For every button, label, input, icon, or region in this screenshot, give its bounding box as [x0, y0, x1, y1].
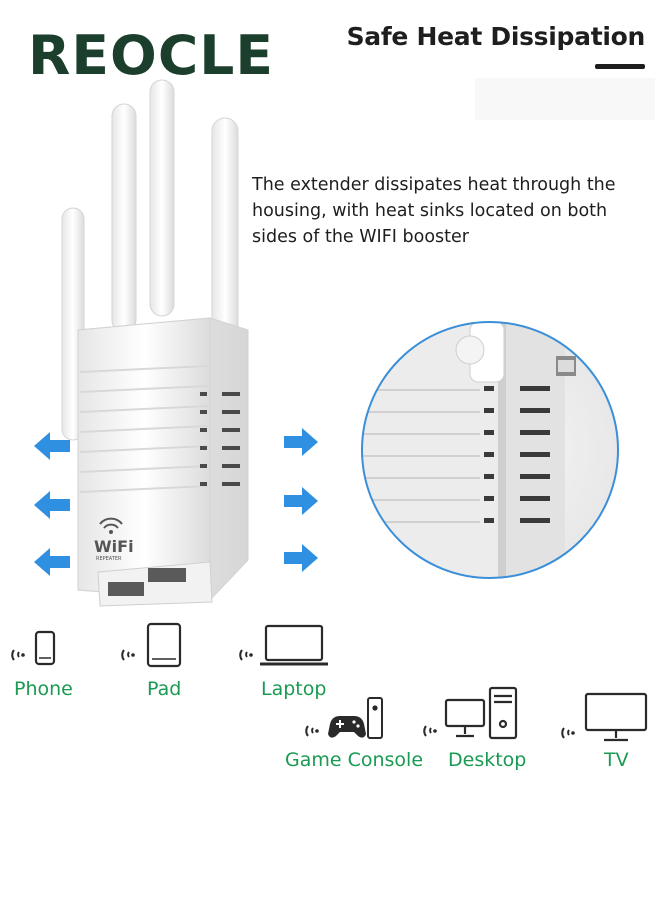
wifi-signal-icon: [561, 727, 570, 739]
ethernet-port-2: [148, 568, 186, 582]
wifi-badge: WiFi REPEATER: [94, 517, 134, 562]
ethernet-port-1: [108, 582, 144, 596]
device-label-pad: Pad: [147, 678, 182, 700]
heat-arrows-right: [284, 428, 318, 572]
tablet-icon: [146, 622, 182, 668]
laptop-device: [239, 624, 328, 666]
gamepad-icon: [328, 716, 366, 738]
repeater-body: WiFi REPEATER: [77, 317, 249, 607]
side-vents: [200, 392, 240, 486]
wifi-signal-icon: [423, 725, 432, 737]
zoom-ribs: [362, 389, 480, 523]
background-patch: [475, 78, 655, 120]
badge-bottom-text: REPEATER: [96, 556, 122, 562]
product-illustration: WiFi REPEATER: [34, 78, 655, 607]
brand-logo-text: REOCLE: [28, 24, 274, 82]
pad-device: [121, 622, 182, 668]
console-icon: [367, 697, 383, 739]
page-title: Safe Heat Dissipation: [346, 22, 646, 51]
brand-logo: REOCLE: [28, 24, 274, 82]
wifi-signal-icon: [11, 649, 20, 661]
wifi-signal-icon: [305, 725, 314, 737]
description-text: The extender dissipates heat through the…: [252, 175, 616, 247]
wifi-signal-icon: [239, 649, 248, 661]
antenna-3: [149, 79, 175, 317]
desktop-icon: [444, 686, 518, 740]
phone-icon: [34, 630, 56, 666]
wifi-signal-icon: [121, 649, 130, 661]
zoom-vents: [484, 386, 550, 523]
device-label-laptop: Laptop: [261, 678, 327, 700]
tv-icon: [584, 692, 648, 742]
zoom-detail: [361, 321, 619, 579]
title-underline: [595, 64, 645, 69]
phone-device: [11, 630, 56, 666]
heat-arrows-left: [34, 432, 70, 576]
antenna-2: [111, 103, 137, 333]
device-label-tv: TV: [604, 749, 629, 771]
heat-ribs: [79, 365, 209, 493]
device-label-phone: Phone: [14, 678, 73, 700]
device-label-game-console: Game Console: [285, 749, 424, 771]
desktop-device: [423, 686, 518, 740]
device-label-desktop: Desktop: [448, 749, 527, 771]
badge-top-text: WiFi: [94, 537, 134, 556]
laptop-icon: [260, 624, 328, 666]
tv-device: [561, 692, 648, 742]
game-console-device: [305, 697, 383, 739]
